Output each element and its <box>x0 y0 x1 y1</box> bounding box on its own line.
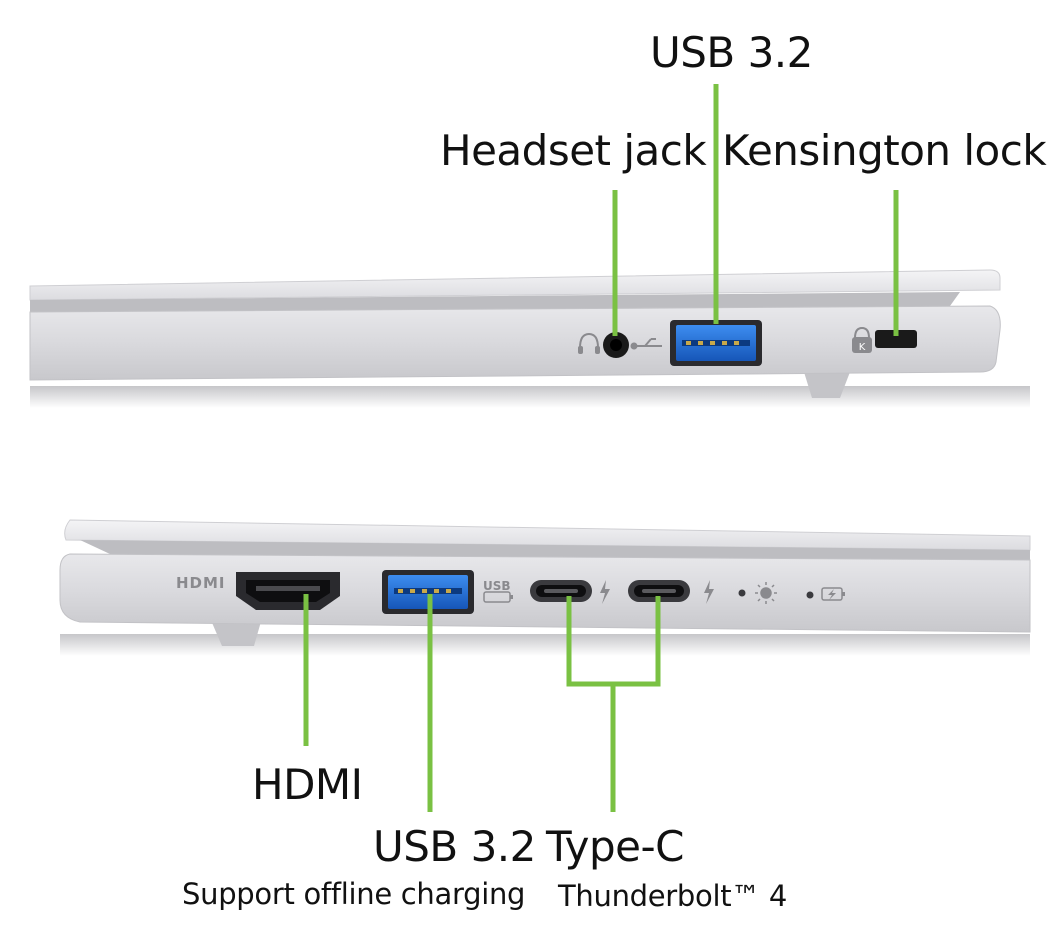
power-led <box>738 589 746 597</box>
label-hdmi: HDMI <box>252 760 363 809</box>
hdmi-logo: HDMI <box>176 574 226 592</box>
thunderbolt-icon <box>704 580 714 604</box>
hdmi-port <box>236 572 340 610</box>
svg-text:K: K <box>859 342 866 353</box>
label-headset-jack: Headset jack <box>440 126 707 175</box>
shadow <box>60 634 1030 656</box>
usb-a-port-bottom <box>382 570 474 614</box>
label-usb-top: USB 3.2 <box>650 28 813 77</box>
label-type-c: Type-C <box>546 822 684 871</box>
headset-icon <box>578 332 600 354</box>
lid-gap <box>30 292 960 312</box>
type-c-port-1 <box>530 580 592 602</box>
laptop-right-side-view: K <box>29 269 1030 408</box>
usb-logo: USB <box>483 579 511 593</box>
laptop-left-side-view: HDMI USB <box>59 519 1031 656</box>
rubber-foot <box>804 372 850 398</box>
usb-a-port-top <box>670 320 762 366</box>
lock-icon: K <box>852 326 872 353</box>
battery-led <box>806 591 814 599</box>
label-type-c-note: Thunderbolt™ 4 <box>558 879 788 913</box>
usb-symbol-icon <box>630 338 662 350</box>
lid <box>29 269 1001 301</box>
label-usb-bottom: USB 3.2 <box>373 822 536 871</box>
light-icon <box>755 582 777 604</box>
usb-charging-icon: USB <box>483 579 513 603</box>
kensington-lock-slot <box>875 330 917 348</box>
lid-gap <box>80 540 1030 560</box>
label-kensington-lock: Kensington lock <box>722 126 1047 175</box>
shadow <box>30 386 1030 408</box>
thunderbolt-icon <box>600 580 610 604</box>
label-usb-bottom-note: Support offline charging <box>182 877 526 911</box>
type-c-port-2 <box>628 580 690 602</box>
battery-charging-icon <box>821 587 845 601</box>
rubber-foot <box>210 618 262 646</box>
